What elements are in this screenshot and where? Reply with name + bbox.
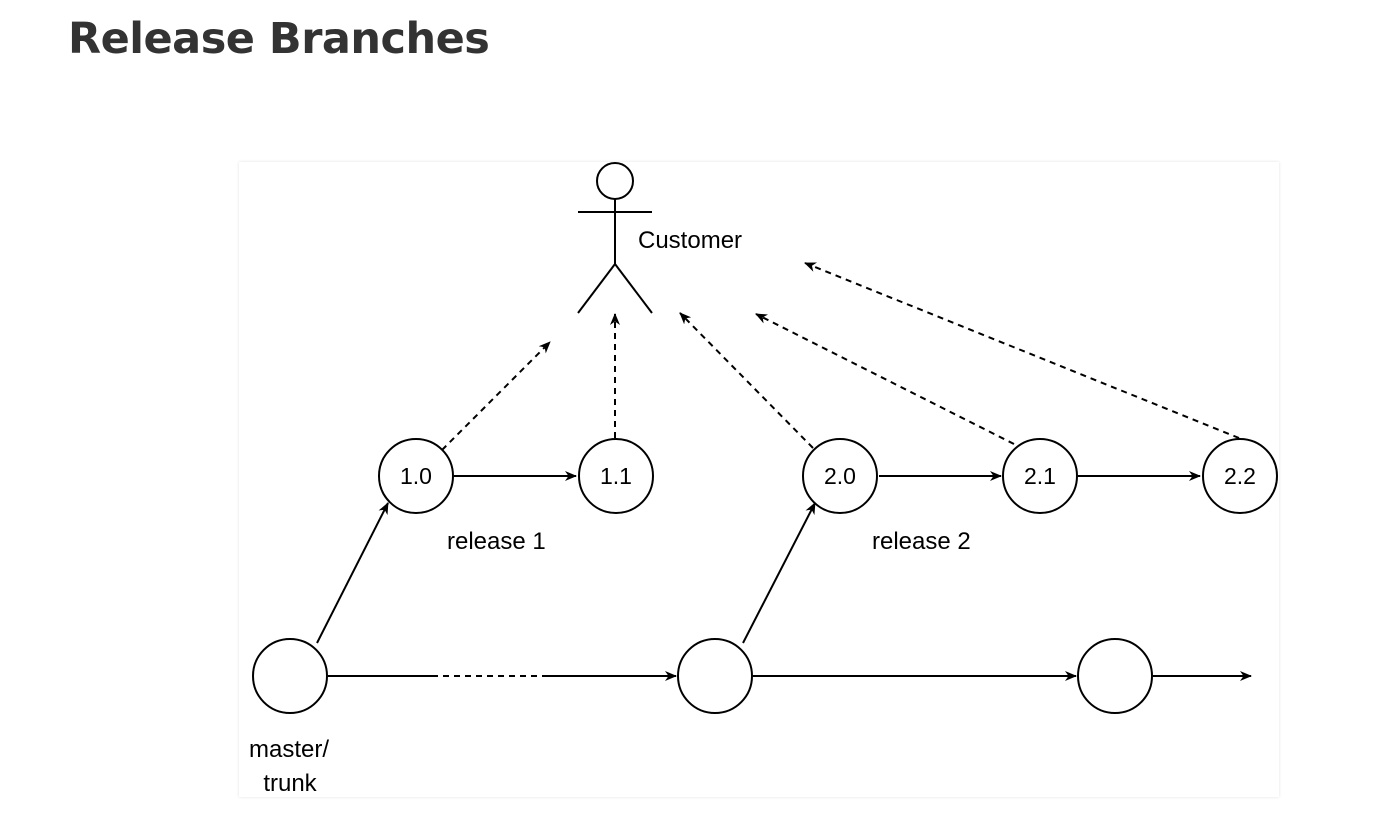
node-label: 1.1	[600, 463, 632, 489]
trunk-label-line1: master/	[249, 736, 329, 763]
branch-arrow-release-1	[316, 502, 389, 644]
trunk-label-line2: trunk	[263, 770, 317, 797]
release-2-node-2-0	[802, 438, 878, 514]
release-1-node-1-1	[578, 438, 654, 514]
page-title: Release Branches	[68, 14, 490, 64]
release-1-node-1-0	[378, 438, 454, 514]
diagram-panel: Customer	[239, 162, 1279, 797]
delivery-arrow-2-2	[804, 262, 1240, 439]
trunk-commit-node	[677, 638, 753, 714]
node-label: 2.1	[1024, 463, 1056, 489]
customer-label: Customer	[638, 227, 742, 254]
node-label: 2.0	[824, 463, 856, 489]
customer-actor-icon	[577, 162, 653, 314]
trunk-commit-node	[252, 638, 328, 714]
release-1-label: release 1	[447, 528, 546, 555]
release-branches-diagram: Customer	[249, 162, 1278, 797]
delivery-arrow-2-1	[755, 313, 1015, 445]
node-label: 1.0	[400, 463, 432, 489]
release-2-node-2-1	[1002, 438, 1078, 514]
branch-arrow-release-2	[742, 502, 816, 644]
node-label: 2.2	[1224, 463, 1256, 489]
release-2-label: release 2	[872, 528, 971, 555]
delivery-arrow-2-0	[679, 312, 814, 449]
release-2-node-2-2	[1202, 438, 1278, 514]
trunk-commit-node	[1077, 638, 1153, 714]
delivery-arrow-1-0	[441, 341, 551, 451]
